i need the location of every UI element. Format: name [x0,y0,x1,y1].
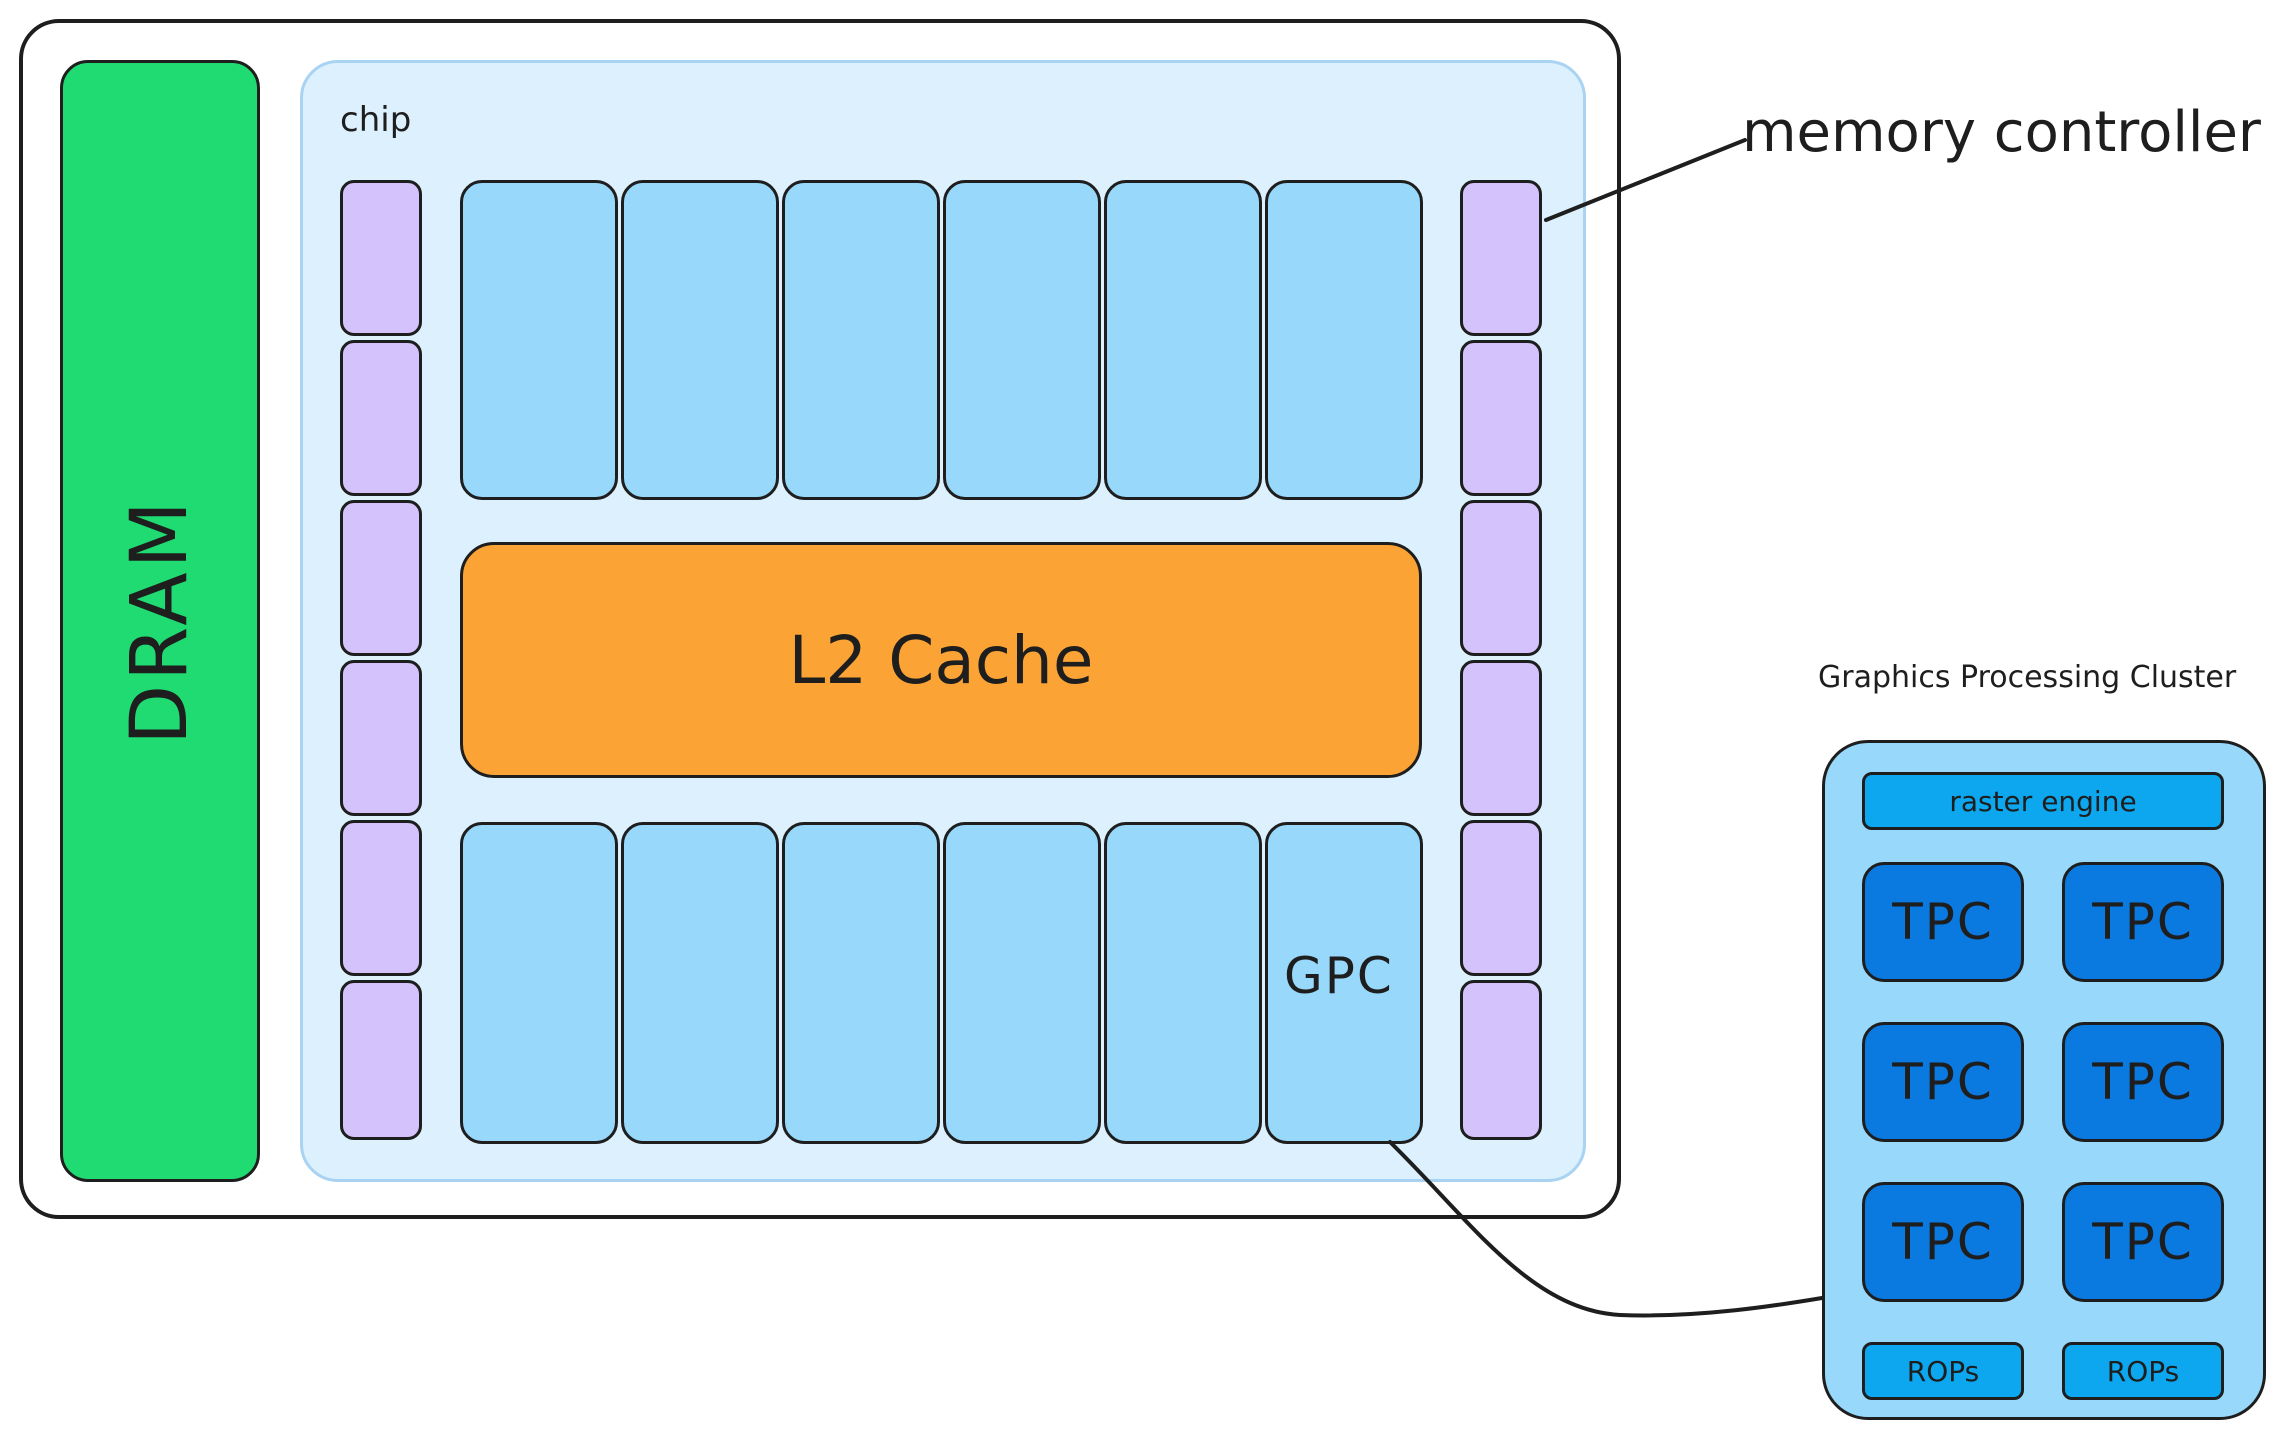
tpc-label: TPC [1892,893,1994,951]
rops-label: ROPs [1906,1354,1980,1388]
tpc-label: TPC [2092,1053,2194,1111]
gpc-bottom-1 [460,822,618,1144]
tpc-label: TPC [2092,1213,2194,1271]
memory-controller-leader-line [1544,138,1747,222]
chip-label: chip [340,100,412,140]
memory-controller-right-2 [1460,340,1542,496]
memory-controller-left-2 [340,340,422,496]
gpc-bottom-3 [782,822,940,1144]
memory-controller-right-3 [1460,500,1542,656]
memory-controller-right-6 [1460,980,1542,1140]
tpc-4: TPC [2062,1022,2224,1142]
memory-controller-right-5 [1460,820,1542,976]
tpc-6: TPC [2062,1182,2224,1302]
gpc-bottom-4 [943,822,1101,1144]
l2-cache-label: L2 Cache [788,621,1094,699]
rops-2: ROPs [2062,1342,2224,1400]
rops-1: ROPs [1862,1342,2024,1400]
memory-controller-right-4 [1460,660,1542,816]
tpc-2: TPC [2062,862,2224,982]
memory-controller-left-5 [340,820,422,976]
tpc-1: TPC [1862,862,2024,982]
tpc-label: TPC [2092,893,2194,951]
tpc-5: TPC [1862,1182,2024,1302]
gpc-label: GPC [1284,947,1394,1005]
gpc-top-1 [460,180,618,500]
tpc-label: TPC [1892,1053,1994,1111]
memory-controller-left-3 [340,500,422,656]
memory-controller-left-6 [340,980,422,1140]
gpc-bottom-5 [1104,822,1262,1144]
memory-controller-left-4 [340,660,422,816]
memory-controller-label: memory controller [1742,100,2261,165]
gpc-detail-title: Graphics Processing Cluster [1818,660,2237,695]
tpc-3: TPC [1862,1022,2024,1142]
gpc-top-6 [1265,180,1423,500]
gpc-top-5 [1104,180,1262,500]
tpc-label: TPC [1892,1213,1994,1271]
l2-cache: L2 Cache [460,542,1422,778]
dram-block: DRAM [60,60,260,1182]
gpc-bottom-6: GPC [1265,822,1423,1144]
gpc-top-3 [782,180,940,500]
gpc-top-4 [943,180,1101,500]
gpc-leader-line [1388,1140,1824,1318]
gpc-bottom-2 [621,822,779,1144]
raster-engine-label: raster engine [1949,784,2137,818]
memory-controller-right-1 [1460,180,1542,336]
raster-engine: raster engine [1862,772,2224,830]
gpc-top-2 [621,180,779,500]
memory-controller-left-1 [340,180,422,336]
rops-label: ROPs [2106,1354,2180,1388]
